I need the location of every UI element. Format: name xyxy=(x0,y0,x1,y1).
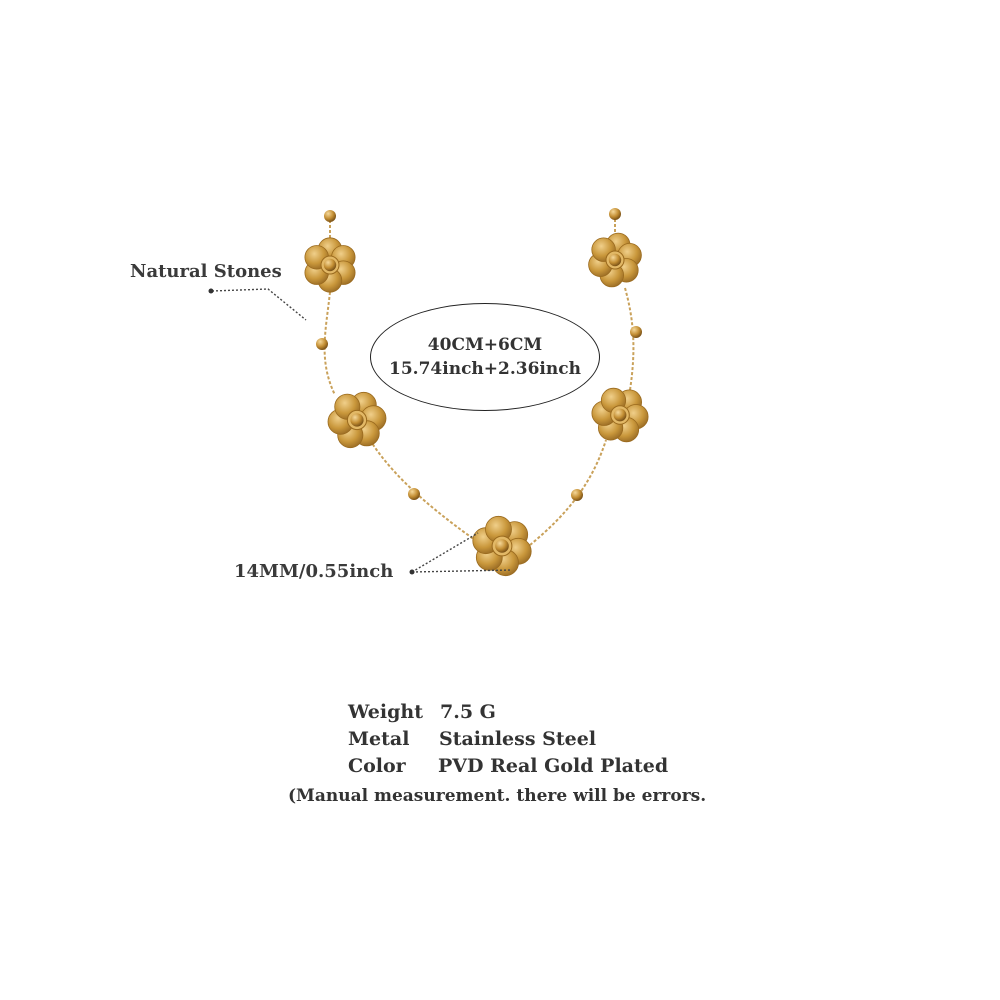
spec-key: Color xyxy=(348,755,406,777)
length-inch: 15.74inch+2.36inch xyxy=(389,359,581,379)
flowers xyxy=(304,232,649,577)
natural-stones-label: Natural Stones xyxy=(130,261,282,282)
callout-lines xyxy=(211,288,513,573)
spec-row-color: Color PVD Real Gold Plated xyxy=(348,755,668,777)
size-label: 14MM/0.55inch xyxy=(234,561,394,582)
spec-value: Stainless Steel xyxy=(439,728,597,750)
flower-center-stone xyxy=(323,258,337,272)
bead xyxy=(408,488,420,500)
flower-center-stone xyxy=(495,539,509,553)
bead xyxy=(609,208,621,220)
bead xyxy=(630,326,642,338)
flower-pendant xyxy=(327,391,387,449)
callout-dot xyxy=(409,569,415,575)
flower-pendant xyxy=(472,515,532,577)
bead xyxy=(316,338,328,350)
flower-center-stone xyxy=(350,413,364,427)
flower-pendant xyxy=(591,387,649,443)
flower-center-stone xyxy=(613,408,627,422)
flower-pendant xyxy=(304,237,356,293)
spec-value: PVD Real Gold Plated xyxy=(438,755,669,777)
flower-pendant xyxy=(588,232,642,288)
spec-value: 7.5 G xyxy=(440,701,496,723)
flower-center-stone xyxy=(608,253,622,267)
callout-dot xyxy=(208,288,214,294)
bead xyxy=(571,489,583,501)
length-ellipse: 40CM+6CM 15.74inch+2.36inch xyxy=(370,303,600,411)
measurement-note: (Manual measurement. there will be error… xyxy=(288,786,707,806)
beads xyxy=(316,208,642,501)
spec-row-weight: Weight 7.5 G xyxy=(348,701,496,723)
length-cm: 40CM+6CM xyxy=(427,335,543,355)
spec-key: Metal xyxy=(348,728,410,750)
bead xyxy=(324,210,336,222)
spec-row-metal: Metal Stainless Steel xyxy=(348,728,596,750)
spec-key: Weight xyxy=(348,701,423,723)
